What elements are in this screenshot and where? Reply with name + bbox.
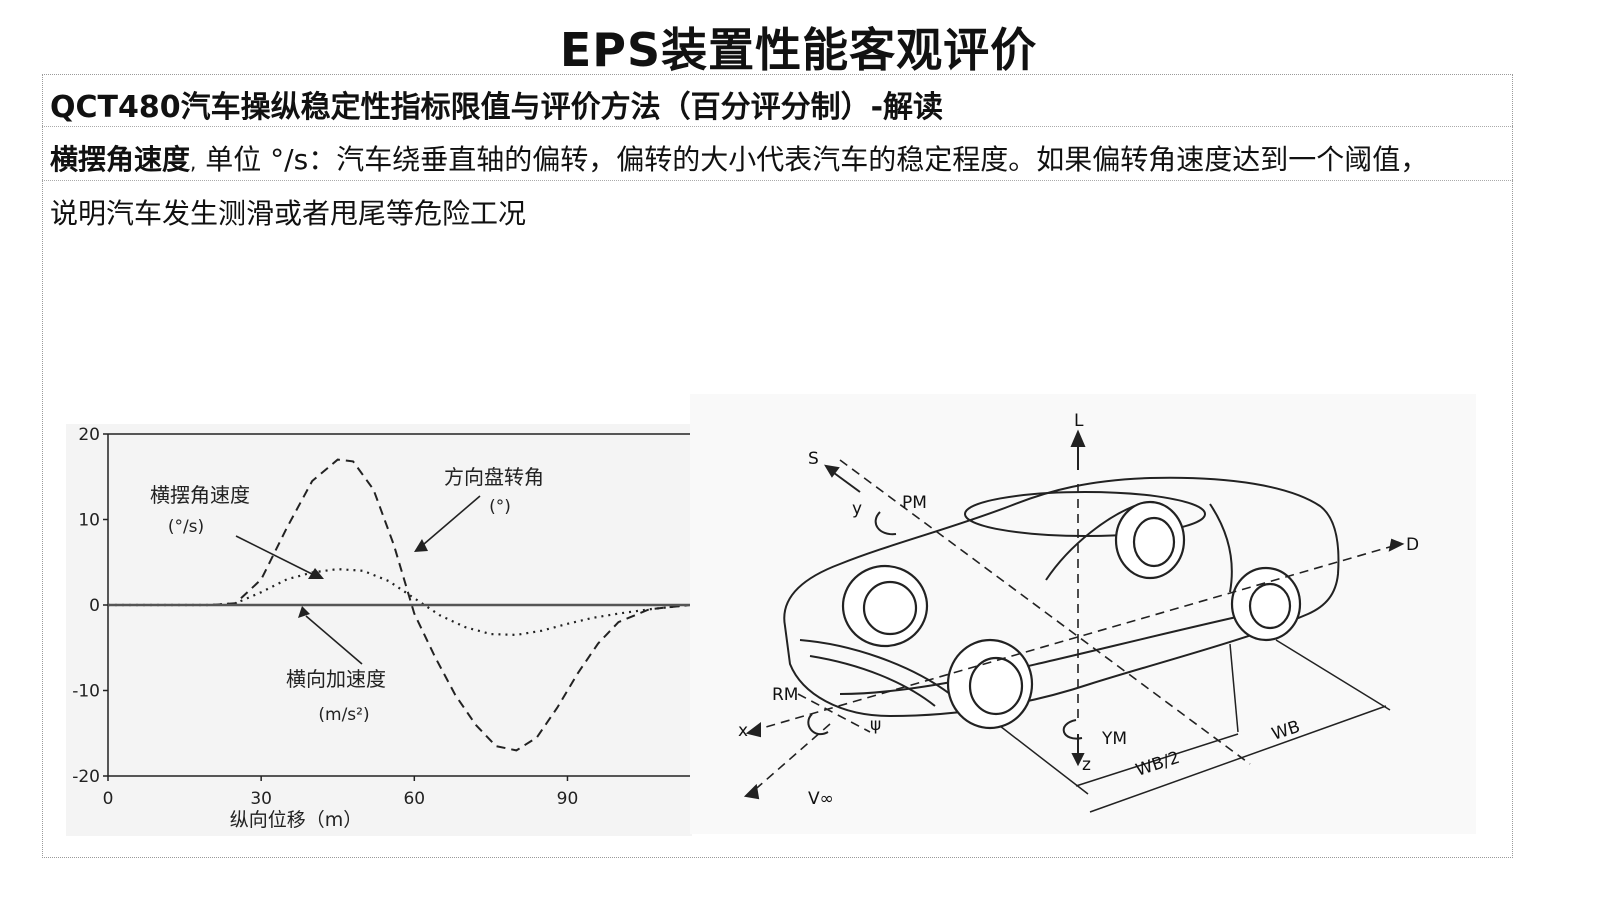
annotation-arrowhead (298, 606, 310, 618)
annotation-arrow-yaw-rate (235, 535, 313, 575)
x-tick-label: 0 (103, 789, 114, 809)
annotation-arrowhead (414, 539, 428, 552)
y-tick-label: 0 (89, 596, 100, 616)
y-tick-label: 10 (78, 511, 100, 531)
axis-arrows (743, 429, 1405, 800)
series-line-1 (108, 567, 691, 637)
label-psi: ψ (870, 715, 881, 735)
annotation-yaw-rate: 横摆角速度 (150, 483, 250, 507)
label-z: z (1082, 755, 1091, 775)
annotation-steering-angle-unit: (°) (489, 497, 511, 517)
label-V-inf: V∞ (808, 789, 834, 809)
label-x: x (738, 721, 748, 741)
wheelbase-dimensions (999, 639, 1391, 813)
annotation-yaw-rate-unit: (°/s) (168, 517, 204, 537)
annotation-lateral-acceleration-unit: (m/s²) (318, 705, 369, 725)
y-tick-label: -10 (72, 682, 100, 702)
label-y: y (852, 499, 862, 519)
x-tick-label: 60 (403, 789, 425, 809)
page-title: EPS装置性能客观评价 (559, 23, 1038, 77)
label-YM: YM (1101, 729, 1127, 749)
diagram-background (690, 394, 1476, 834)
annotation-arrow-lateral-acceleration (305, 615, 363, 665)
definition-term: 横摆角速度 (50, 143, 191, 176)
y-tick-label: -20 (72, 767, 100, 787)
definition-separator: , (190, 150, 197, 174)
content-frame (42, 74, 1513, 858)
x-tick-label: 90 (557, 789, 579, 809)
definition-line-1: 横摆角速度, 单位 °/s：汽车绕垂直轴的偏转，偏转的大小代表汽车的稳定程度。如… (50, 138, 1428, 178)
chart-background (66, 424, 692, 836)
x-tick-label: 30 (250, 789, 272, 809)
series-line-0 (108, 458, 691, 752)
annotation-lateral-acceleration: 横向加速度 (286, 667, 386, 691)
definition-text: 单位 °/s：汽车绕垂直轴的偏转，偏转的大小代表汽车的稳定程度。如果偏转角速度达… (196, 143, 1429, 176)
divider (42, 126, 1513, 127)
label-PM: PM (902, 493, 927, 513)
axis-lines (749, 459, 1401, 795)
annotation-arrow-steering-angle (423, 495, 481, 545)
divider (42, 180, 1513, 181)
label-D: D (1406, 535, 1419, 555)
annotation-steering-angle: 方向盘转角 (444, 465, 544, 489)
label-RM: RM (772, 685, 798, 705)
section-subtitle: QCT480汽车操纵稳定性指标限值与评价方法（百分评分制）-解读 (50, 90, 944, 125)
label-S: S (808, 449, 819, 469)
definition-line-2: 说明汽车发生测滑或者甩尾等危险工况 (50, 197, 527, 230)
y-tick-label: 20 (78, 425, 100, 445)
annotation-arrowhead (308, 568, 324, 579)
x-axis-label: 纵向位移（m） (230, 809, 363, 831)
vehicle-coordinate-diagram: L S y PM D RM x ψ YM z WB/2 WB V∞ (690, 394, 1476, 834)
label-L: L (1074, 411, 1084, 431)
car-wheels (841, 500, 1302, 730)
